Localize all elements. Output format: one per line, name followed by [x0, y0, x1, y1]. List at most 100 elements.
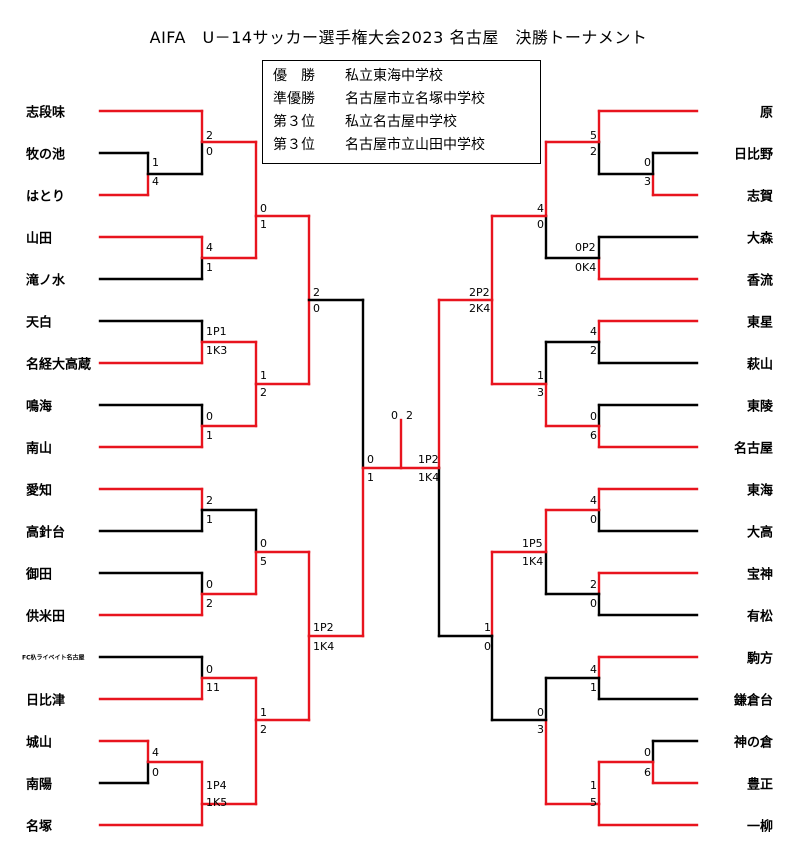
score-top: 1 [484, 621, 491, 634]
final-score-left: 0 [391, 409, 398, 422]
result-team: 私立東海中学校 [345, 68, 443, 84]
team-right-12: 宝神 [746, 567, 773, 583]
score-bottom: 0 [206, 145, 213, 158]
team-right-5: 香流 [746, 273, 773, 289]
score-top: 0 [367, 453, 374, 466]
score-bottom: 1K5 [206, 796, 228, 809]
score-bottom: 1 [590, 681, 597, 694]
team-right-8: 東陵 [746, 399, 773, 415]
score-top: 0P2 [575, 241, 596, 254]
score-top: 1P1 [206, 325, 227, 338]
team-left-8: 鳴海 [26, 399, 53, 415]
team-left-16: 城山 [26, 735, 53, 751]
score-top: 4 [206, 241, 213, 254]
score-top: 0 [590, 410, 597, 423]
result-place: 準優勝 [273, 91, 315, 107]
team-left-10: 愛知 [26, 483, 53, 499]
score-bottom: 3 [537, 386, 544, 399]
team-right-7: 萩山 [746, 357, 773, 373]
score-top: 2 [206, 494, 213, 507]
final-score-right: 2 [406, 409, 413, 422]
score-bottom: 1 [260, 218, 267, 231]
score-top: 1P2 [313, 621, 334, 634]
score-bottom: 1K3 [206, 344, 228, 357]
score-top: 0 [206, 410, 213, 423]
score-top: 2 [206, 129, 213, 142]
score-top: 1P4 [206, 779, 227, 792]
score-top: 2 [590, 578, 597, 591]
team-right-13: 有松 [746, 609, 773, 625]
score-bottom: 0 [484, 640, 491, 653]
score-bottom: 1 [206, 429, 213, 442]
score-bottom: 0 [590, 513, 597, 526]
team-left-1: 志段味 [26, 105, 66, 121]
team-left-9: 南山 [26, 441, 53, 457]
result-champion: 優 勝 私立東海中学校 [273, 65, 540, 88]
results-box: 優 勝 私立東海中学校 準優勝 名古屋市立名塚中学校 第３位 私立名古屋中学校 第３位… [262, 60, 541, 164]
score-bottom: 1 [367, 471, 374, 484]
score-bottom: 4 [152, 175, 159, 188]
score-bottom: 0 [152, 766, 159, 779]
team-right-4: 大森 [746, 231, 773, 247]
team-left-6: 天白 [26, 315, 53, 331]
score-bottom: 5 [260, 555, 267, 568]
score-top: 0 [537, 706, 544, 719]
score-bottom: 6 [644, 766, 651, 779]
score-bottom: 0 [313, 302, 320, 315]
score-top: 1P2 [418, 453, 439, 466]
score-bottom: 1K4 [418, 471, 440, 484]
score-top: 4 [590, 325, 597, 338]
team-left-18: 名塚 [26, 819, 53, 835]
score-top: 4 [152, 746, 159, 759]
score-bottom: 3 [644, 175, 651, 188]
team-left-5: 滝ノ水 [26, 273, 66, 289]
team-right-14: 駒方 [746, 651, 773, 667]
score-bottom: 2K4 [469, 302, 491, 315]
score-bottom: 0 [537, 218, 544, 231]
score-top: 0 [206, 578, 213, 591]
team-left-11: 高針台 [26, 525, 66, 541]
result-team: 名古屋市立山田中学校 [345, 137, 485, 153]
score-top: 5 [590, 129, 597, 142]
score-top: 1 [537, 369, 544, 382]
score-top: 1 [152, 156, 159, 169]
team-left-15: 日比津 [26, 693, 66, 709]
score-top: 0 [260, 537, 267, 550]
team-right-1: 原 [759, 105, 773, 121]
result-team: 名古屋市立名塚中学校 [345, 91, 485, 107]
score-top: 1 [260, 369, 267, 382]
team-right-2: 日比野 [733, 147, 773, 163]
score-top: 1P5 [522, 537, 543, 550]
team-right-9: 名古屋 [733, 441, 773, 457]
team-left-14: FC杁ライベイト名古屋 [22, 654, 85, 662]
team-left-12: 御田 [26, 567, 53, 583]
score-bottom: 1 [206, 513, 213, 526]
team-right-10: 東海 [746, 483, 773, 499]
team-left-4: 山田 [26, 231, 53, 247]
result-team: 私立名古屋中学校 [345, 114, 457, 130]
team-right-15: 鎌倉台 [733, 693, 773, 709]
score-bottom: 3 [537, 723, 544, 736]
team-right-18: 一柳 [746, 819, 773, 835]
score-bottom: 0 [590, 597, 597, 610]
score-bottom: 2 [260, 723, 267, 736]
team-right-17: 豊正 [746, 777, 773, 793]
result-place: 優 勝 [273, 68, 315, 84]
score-top: 4 [590, 663, 597, 676]
score-top: 0 [260, 202, 267, 215]
score-bottom: 1K4 [313, 640, 335, 653]
score-bottom: 2 [590, 344, 597, 357]
result-place: 第３位 [273, 137, 315, 153]
team-right-6: 東星 [746, 315, 773, 331]
score-bottom: 1K4 [522, 555, 544, 568]
tournament-title: AIFA U－14サッカー選手権大会2023 名古屋 決勝トーナメント [149, 28, 648, 47]
score-bottom: 11 [206, 681, 220, 694]
team-left-13: 供米田 [26, 609, 66, 625]
score-top: 1 [590, 779, 597, 792]
result-third-2: 第３位 名古屋市立山田中学校 [273, 134, 540, 157]
team-left-2: 牧の池 [26, 147, 66, 163]
score-top: 0 [644, 156, 651, 169]
score-bottom: 5 [590, 796, 597, 809]
score-bottom: 0K4 [575, 261, 597, 274]
